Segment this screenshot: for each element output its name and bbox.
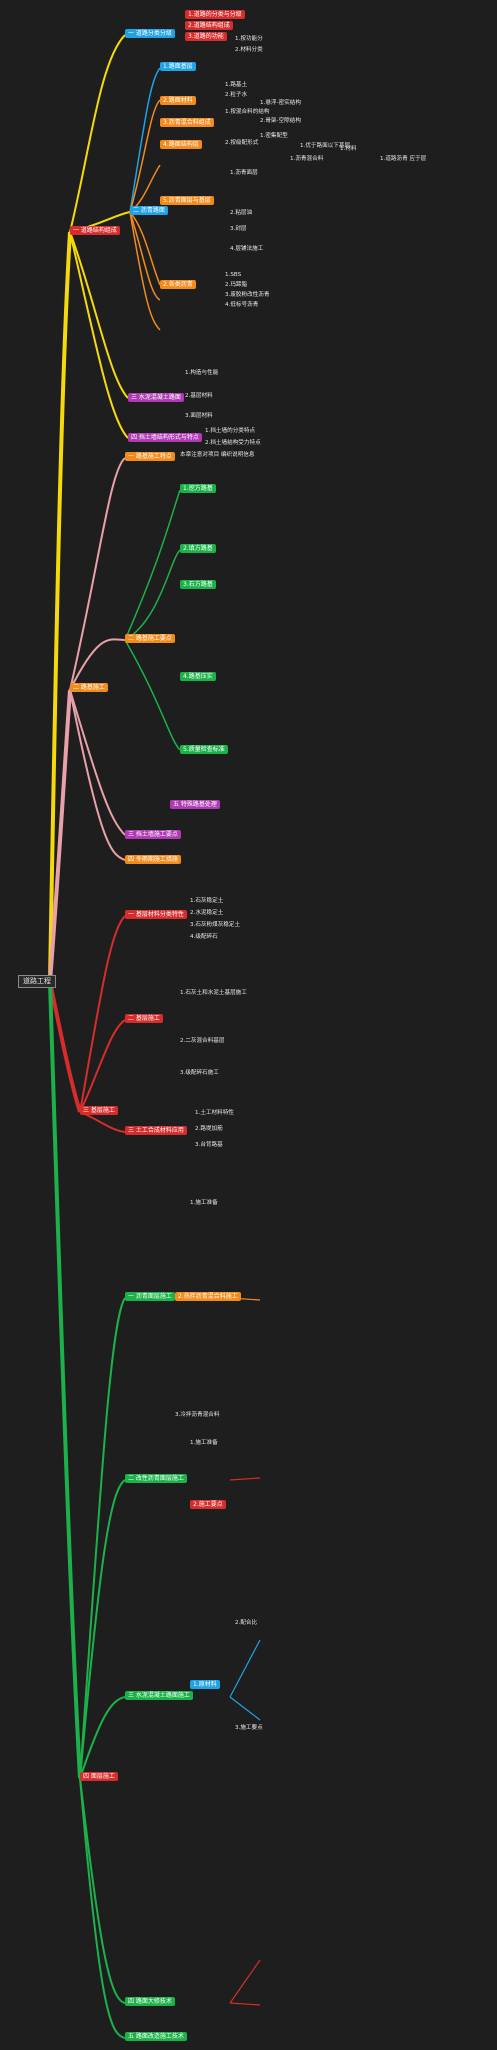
root-node[interactable]: 道路工程 [18,975,56,988]
b1-s2e-item3: 3.封层 [230,226,247,232]
b1-s2c-item2: 1.悬浮-密实结构 [260,100,301,106]
b1-s3-item3: 3.面层材料 [185,413,213,419]
b1-s2f-item2: 1.道路沥青 应于层 [380,156,427,162]
b3-s1-item4: 4.级配碎石 [190,934,218,940]
b2-s2-item3[interactable]: 3.石方路基 [180,580,216,589]
b1-s2f-title: 1.沥青混合料 [290,156,324,162]
b3-s1-title[interactable]: 一 基层材料分类特性 [125,910,187,919]
b3-s1-item1: 1.石灰稳定土 [190,898,224,904]
b3-s1-item3: 3.石灰粉煤灰稳定土 [190,922,241,928]
b2-s2-item4[interactable]: 4.路基压实 [180,672,216,681]
b1-s2e-item4: 4.层铺法施工 [230,246,264,252]
b3-s3-item1: 1.土工材料特性 [195,1110,234,1116]
b1-s2b-item2: 2.粒子水 [225,92,248,98]
b4-s3-item1[interactable]: 1.原材料 [190,1680,220,1689]
b1-s2b-item1: 1.路基土 [225,82,248,88]
b4-s5-title[interactable]: 五 路面改造施工技术 [125,2032,187,2041]
b2-s1-title[interactable]: 一 路基施工特点 [125,452,175,461]
b4-s3-title[interactable]: 三 水泥混凝土路面施工 [125,1691,193,1700]
b1-s2-title[interactable]: 二 沥青路面 [130,206,168,215]
b3-s3-item3: 3.台背路基 [195,1142,223,1148]
b1-s2a-item1: 1.按功能分 [235,36,263,42]
b1-s2c-title[interactable]: 3.沥青混合料组成 [160,118,214,127]
b3-s2-item3: 3.级配碎石施工 [180,1070,219,1076]
b1-s2g-item2: 2.玛蹄脂 [225,282,248,288]
b1-s2a-title[interactable]: 1.路面基层 [160,62,196,71]
b1-s2g-item1: 1.SBS [225,272,242,278]
b2-s5-title[interactable]: 五 特殊路基处理 [170,800,220,809]
branch-1-title[interactable]: 一 道路结构组成 [70,226,120,235]
b3-s1-item2: 2.水泥稳定土 [190,910,224,916]
b1-s2f-item1: 1.材料 [340,146,357,152]
b1-s1-item3[interactable]: 3.道路的功能 [185,32,227,41]
b1-s2a-item2: 2.材料分类 [235,47,263,53]
b1-s2c-item1: 1.按混合料的结构 [225,109,270,115]
b4-s1-item2[interactable]: 2.热拌沥青混合料施工 [175,1292,241,1301]
b1-s4-item2: 2.挡土墙结构受力特点 [205,440,261,446]
b2-s2-item2[interactable]: 2.填方路基 [180,544,216,553]
b1-s1-title[interactable]: 一 道路分类分级 [125,29,175,38]
b2-s2-item1[interactable]: 1.挖方路基 [180,484,216,493]
b1-s2d-item3: 1.优于路面以下基层 [300,143,351,149]
b1-s2c-item3: 2.骨架-空隙结构 [260,118,301,124]
branch-3-title[interactable]: 三 基层施工 [80,1106,118,1115]
b4-s2-item1: 1.施工准备 [190,1440,218,1446]
b2-s2-title[interactable]: 二 路基施工要点 [125,634,175,643]
b1-s2d-item2: 1.密集配型 [260,133,288,139]
b4-s2-item2[interactable]: 2.施工要点 [190,1500,226,1509]
b1-s4-title[interactable]: 四 挡土墙结构形式与特点 [128,433,202,442]
b1-s2g-item3: 3.废胶粉改性沥青 [225,292,270,298]
b4-s1-title[interactable]: 一 沥青面层施工 [125,1292,175,1301]
b2-s4-title[interactable]: 四 冬雨期施工措施 [125,855,181,864]
b4-s1-item3: 3.冷拌沥青混合料 [175,1412,220,1418]
b1-s4-item1: 1.挡土墙的分类特点 [205,428,256,434]
b4-s3-item2: 2.配合比 [235,1620,258,1626]
branch-4-title[interactable]: 四 面层施工 [80,1772,118,1781]
b4-s3-item3: 3.施工要点 [235,1725,263,1731]
b1-s2e-title[interactable]: 5.沥青面层与基层 [160,196,214,205]
branch-2-title[interactable]: 二 路基施工 [70,683,108,692]
b1-s3-title[interactable]: 三 水泥混凝土路面 [128,393,184,402]
b4-s2-title[interactable]: 二 改性沥青面层施工 [125,1474,187,1483]
b2-s2-item5[interactable]: 5.质量检查标准 [180,745,228,754]
b1-s2g-item4: 4.低标号沥青 [225,302,259,308]
b4-s4-title[interactable]: 四 路面大修技术 [125,1997,175,2006]
b1-s2d-title[interactable]: 4.路面结构层 [160,140,202,149]
b1-s2e-item1: 1.沥青面层 [230,170,258,176]
b1-s3-item2: 2.基层材料 [185,393,213,399]
b2-s1-item1: 本章注意对项目 编织说明信息 [180,452,255,458]
b3-s3-title[interactable]: 三 土工合成材料应用 [125,1126,187,1135]
b4-s1-item1: 1.施工准备 [190,1200,218,1206]
b1-s1-item1[interactable]: 1.道路的分类与分级 [185,10,245,19]
b1-s2d-item1: 2.按级配形式 [225,140,259,146]
b3-s2-item1: 1.石灰土和水泥土基层施工 [180,990,247,996]
b1-s2b-title[interactable]: 2.路面材料 [160,96,196,105]
b1-s2e-item2: 2.粘层油 [230,210,253,216]
b3-s3-item2: 2.路堤加筋 [195,1126,223,1132]
b1-s3-item1: 1.构造与性能 [185,370,219,376]
b2-s3-title[interactable]: 三 挡土墙施工要点 [125,830,181,839]
b3-s2-item2: 2.二灰混合料基层 [180,1038,225,1044]
b3-s2-title[interactable]: 二 基层施工 [125,1014,163,1023]
b1-s2g-title[interactable]: 2.各类沥青 [160,280,196,289]
b1-s1-item2[interactable]: 2.道路结构组成 [185,21,233,30]
